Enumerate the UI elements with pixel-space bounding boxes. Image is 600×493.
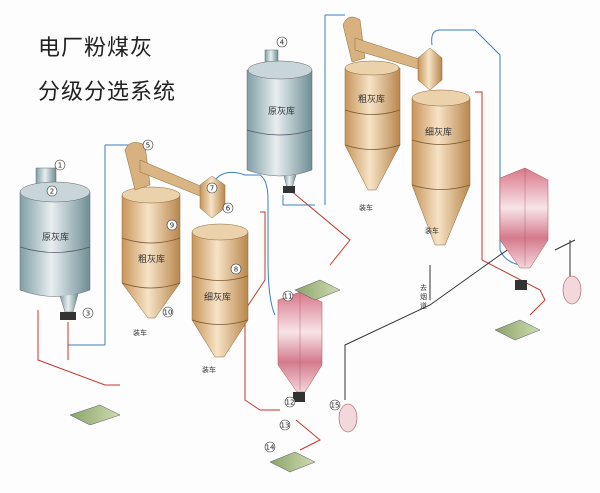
silo-label: 细灰库 — [425, 126, 452, 138]
pump-7 — [294, 279, 341, 301]
callout-circle — [230, 263, 242, 275]
ash-pipe — [244, 211, 280, 411]
pump-1 — [69, 404, 121, 426]
silo-label: 原灰库 — [268, 105, 295, 117]
air-pipe — [214, 171, 276, 316]
to-flue-label: 烟 — [420, 292, 427, 301]
callout-number: 7 — [210, 185, 214, 193]
silo-label: 细灰库 — [204, 291, 231, 303]
load-out-label: 装车 — [359, 203, 373, 212]
right-classifier — [342, 16, 443, 91]
callout-number: 12 — [286, 399, 295, 407]
ash-pipe — [475, 91, 546, 316]
silo-label: 原灰库 — [42, 231, 69, 243]
title-line-1: 电厂粉煤灰 — [38, 36, 154, 61]
ash-pipe — [289, 189, 351, 451]
fan-right — [562, 275, 582, 305]
title-line-2: 分级分选系统 — [38, 80, 177, 105]
callout-circle — [54, 159, 66, 171]
callout-circle — [206, 182, 218, 194]
bag-filter-left — [277, 291, 323, 402]
callout-circle — [282, 290, 294, 302]
air-pipe — [325, 14, 521, 266]
callout-number: 9 — [170, 222, 174, 230]
pump-14-left — [269, 451, 316, 473]
callout-circle — [276, 36, 288, 48]
air-pipe — [282, 15, 326, 206]
callout-number: 8 — [234, 266, 238, 274]
callout-circle — [142, 139, 154, 151]
callout-circle — [279, 419, 291, 431]
callout-circle — [162, 306, 174, 318]
callout-circle — [222, 202, 234, 214]
callout-number: 5 — [146, 142, 150, 150]
callout-circle — [284, 396, 296, 408]
fan-left — [338, 403, 358, 433]
callout-number: 4 — [280, 39, 285, 47]
right-fine-ash-silo: 细灰库 — [411, 89, 471, 246]
callout-circle — [82, 307, 94, 319]
load-out-label: 装车 — [202, 365, 216, 374]
load-out-label: 装车 — [133, 328, 147, 337]
callout-number: 13 — [281, 422, 290, 430]
callout-number: 15 — [331, 402, 340, 410]
right-coarse-ash-silo: 粗灰库 — [344, 60, 401, 191]
left-classifier — [124, 142, 226, 219]
callout-circle — [166, 219, 178, 231]
to-flue-label: 道 — [420, 301, 427, 310]
flue-pipe — [429, 239, 576, 300]
to-flue-label: 去 — [420, 283, 427, 292]
callout-circle — [329, 399, 341, 411]
right-raw-ash-silo: 原灰库 — [246, 49, 313, 193]
ash-pipe — [37, 310, 120, 386]
callout-number: 1 — [58, 162, 62, 170]
pump-14-right — [494, 319, 541, 341]
silo-label: 粗灰库 — [358, 93, 385, 105]
left-fine-ash-silo: 细灰库 — [191, 223, 249, 358]
callout-circle — [46, 185, 58, 197]
callout-number: 11 — [284, 293, 293, 301]
silo-label: 粗灰库 — [138, 253, 165, 265]
load-out-label: 装车 — [425, 226, 439, 235]
callout-number: 3 — [86, 310, 90, 318]
callout-number: 2 — [50, 188, 54, 196]
callout-circle — [264, 441, 276, 453]
left-raw-ash-silo: 原灰库 — [19, 167, 91, 320]
bag-filter-right — [499, 167, 549, 290]
callout-number: 6 — [226, 205, 231, 213]
left-coarse-ash-silo: 粗灰库 — [121, 186, 181, 319]
callout-number: 10 — [164, 309, 173, 317]
callout-number: 14 — [266, 444, 275, 452]
